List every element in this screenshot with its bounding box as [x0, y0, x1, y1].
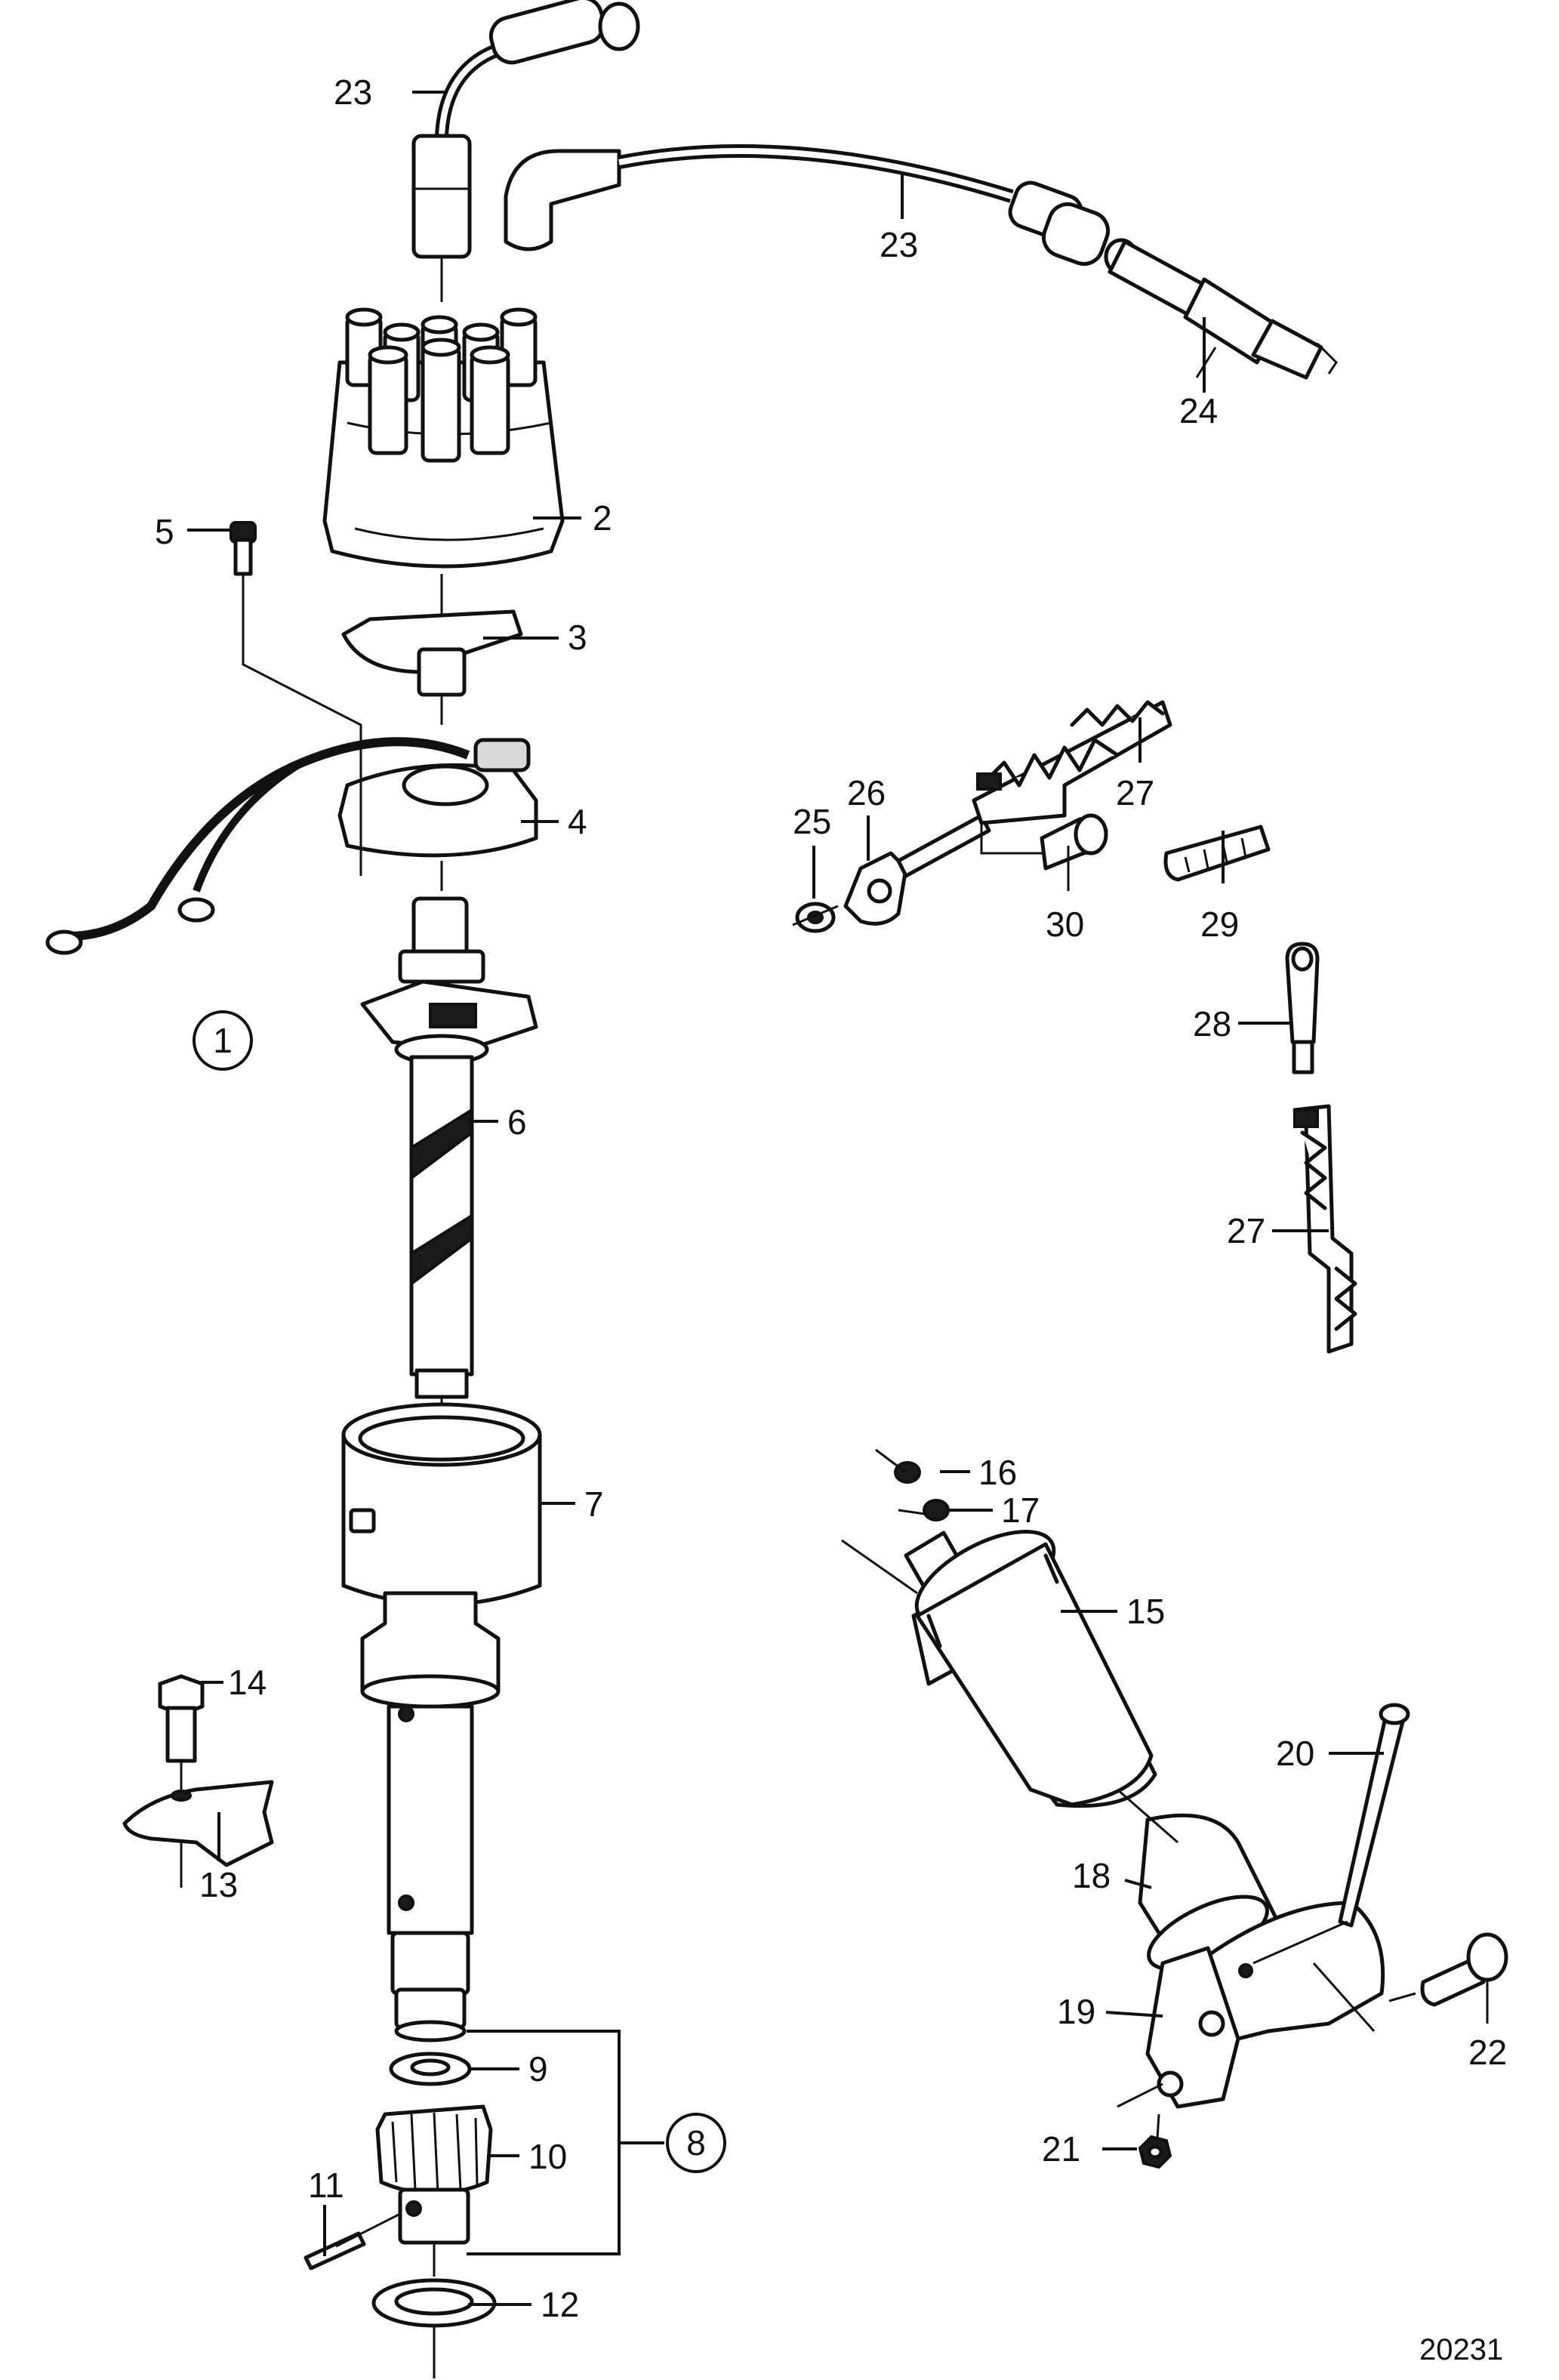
- nut-16: [875, 1448, 921, 1484]
- label-5: 5: [155, 512, 174, 551]
- ignition-lead-right: [504, 144, 1111, 267]
- coil-insulator-18: [1117, 1788, 1278, 1972]
- thrust-washer: [371, 2278, 497, 2378]
- label-20: 20: [1276, 1734, 1314, 1773]
- connector-29: [1163, 825, 1271, 882]
- terminal-strip-27-top: [972, 700, 1172, 825]
- label-2: 2: [593, 498, 612, 538]
- assembly-callout-8: 8: [666, 2113, 726, 2173]
- label-28: 28: [1193, 1004, 1231, 1044]
- label-8: 8: [686, 2123, 706, 2163]
- label-26: 26: [847, 773, 886, 812]
- leader-lines: [187, 91, 1384, 2306]
- label-6: 6: [507, 1102, 527, 1142]
- label-9: 9: [528, 2049, 548, 2089]
- nut-17: [898, 1499, 950, 1521]
- label-13: 13: [199, 1865, 238, 1904]
- bolt-20: [1252, 1703, 1410, 1965]
- label-23a: 23: [334, 72, 372, 112]
- coil-bracket-19: [1117, 1901, 1385, 2109]
- cap-towers: [345, 307, 538, 463]
- spark-plug: [1104, 238, 1338, 380]
- terminal-28: [1285, 942, 1320, 1074]
- screw-30: [1040, 813, 1108, 891]
- rotor: [341, 609, 523, 725]
- label-11: 11: [308, 2166, 344, 2205]
- distributor-cap: [322, 307, 565, 619]
- label-7: 7: [584, 1484, 604, 1524]
- label-24: 24: [1179, 391, 1218, 430]
- label-27b: 27: [1227, 1211, 1265, 1250]
- label-17: 17: [1001, 1491, 1040, 1530]
- washer-9: [389, 2052, 472, 2086]
- roll-pin: [303, 2212, 401, 2271]
- screw-5: [230, 521, 362, 831]
- label-23b: 23: [880, 225, 918, 264]
- label-29: 29: [1200, 905, 1239, 944]
- label-18: 18: [1072, 1856, 1111, 1895]
- screw-22: [1388, 1932, 1508, 2024]
- label-3: 3: [568, 618, 587, 657]
- label-27a: 27: [1116, 773, 1154, 812]
- label-15: 15: [1126, 1592, 1165, 1631]
- label-30: 30: [1046, 905, 1084, 944]
- label-16: 16: [978, 1453, 1017, 1492]
- hold-down-clamp: [122, 1780, 274, 1888]
- label-19: 19: [1057, 1992, 1095, 2031]
- reference-number: 20231: [1419, 2333, 1503, 2366]
- label-12: 12: [541, 2285, 579, 2324]
- label-22: 22: [1468, 2033, 1507, 2072]
- label-10: 10: [528, 2137, 567, 2176]
- label-4: 4: [568, 802, 587, 841]
- nut-21: [1138, 2113, 1172, 2169]
- drive-gear: [375, 2104, 493, 2277]
- part-labels: 23 23 24 2 5 3 4 6 7 9 10 11 12 13 14 16…: [155, 72, 1507, 2324]
- washer-25: [792, 902, 839, 933]
- bracket-26: [843, 813, 1074, 926]
- pickup-coil-plate: [45, 737, 538, 955]
- ignition-lead-left: [411, 0, 640, 302]
- hold-down-bolt: [158, 1674, 205, 1790]
- ignition-coil: [841, 1529, 1157, 1808]
- label-1: 1: [213, 1021, 233, 1060]
- terminal-strip-27-bottom: [1292, 1104, 1357, 1354]
- label-25: 25: [793, 802, 831, 841]
- distributor-shaft: [360, 896, 538, 1488]
- label-14: 14: [228, 1663, 267, 1702]
- label-21: 21: [1042, 2129, 1080, 2169]
- assembly-callout-1: 1: [193, 1010, 253, 1071]
- distributor-housing: [341, 1402, 542, 2042]
